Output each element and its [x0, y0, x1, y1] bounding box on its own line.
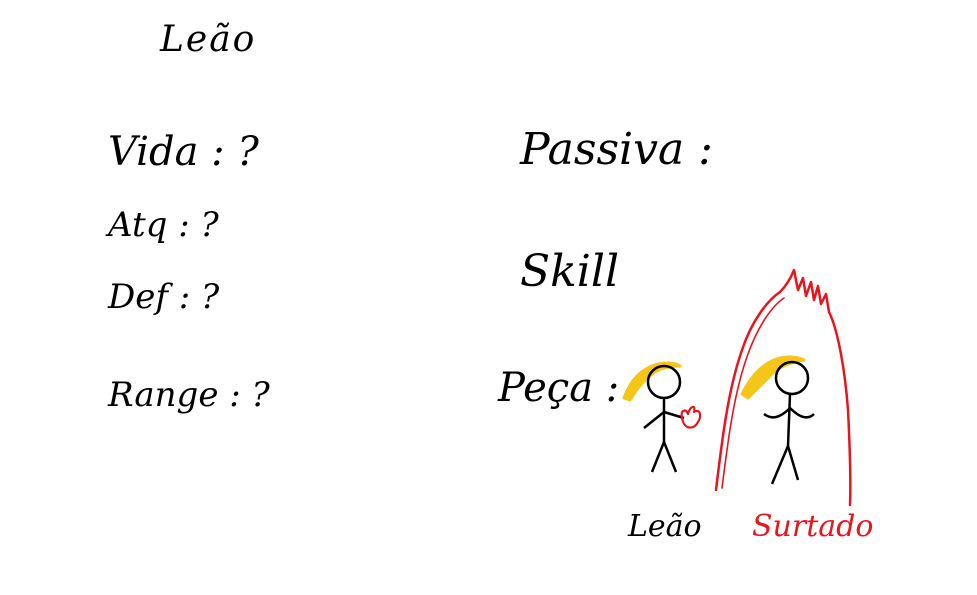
- stat-def: Def : ?: [108, 277, 220, 317]
- leao-head: [646, 364, 682, 400]
- surtado-figure: [740, 355, 815, 485]
- flame-in-hand-icon: [680, 405, 702, 429]
- stat-range-value: ?: [251, 375, 270, 415]
- surtado-hair: [740, 355, 806, 400]
- passiva-label: Passiva :: [520, 124, 713, 175]
- stat-def-label: Def: [108, 277, 168, 317]
- leao-figure: [622, 361, 702, 473]
- peca-label: Peça :: [498, 365, 620, 411]
- aura-flame: [714, 268, 852, 507]
- aura-flame-inner: [721, 297, 785, 489]
- stat-atq-label: Atq: [108, 205, 168, 245]
- stat-atq-value: ?: [200, 205, 219, 245]
- stat-def-value: ?: [201, 277, 220, 317]
- stat-vida-label: Vida: [108, 129, 199, 175]
- character-title: Leão: [160, 19, 257, 60]
- stat-range: Range : ?: [108, 375, 270, 415]
- caption-leao: Leão: [628, 509, 702, 544]
- stat-atq: Atq : ?: [108, 205, 219, 245]
- skill-label: Skill: [520, 246, 620, 297]
- stat-vida: Vida : ?: [108, 129, 259, 175]
- surtado-head: [774, 360, 810, 396]
- stat-range-label: Range: [108, 375, 219, 415]
- stat-vida-value: ?: [237, 129, 259, 175]
- caption-surtado: Surtado: [752, 509, 874, 544]
